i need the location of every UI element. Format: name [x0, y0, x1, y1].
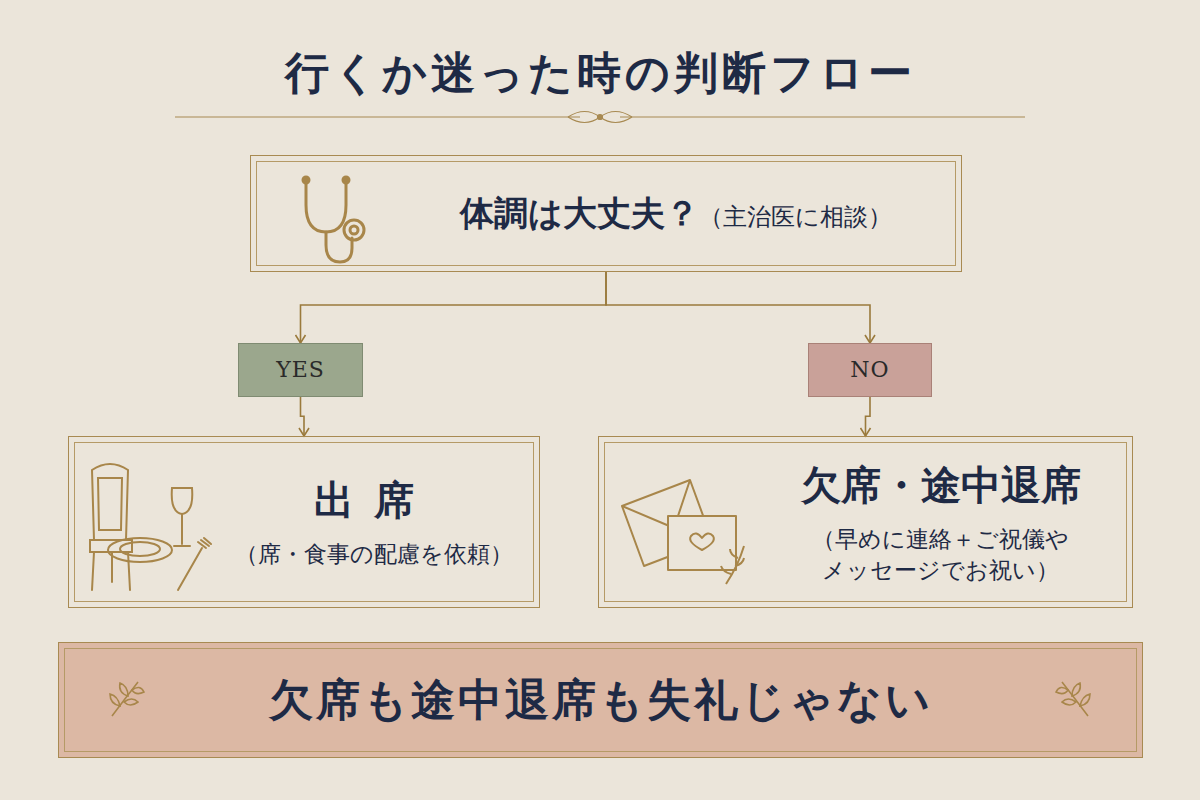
- conclusion-text: 欠席も途中退席も失礼じゃない: [269, 670, 933, 729]
- decision-box: 欠席・途中退席 （早めに連絡＋ご祝儀や メッセージでお祝い）: [598, 436, 1133, 608]
- conclusion-band: 欠席も途中退席も失礼じゃない: [58, 642, 1143, 758]
- outcome-heading: 欠席・途中退席: [801, 458, 1081, 512]
- node-content: 出席 （席・食事の配慮を依頼）: [235, 473, 513, 570]
- outcome-note: （早めに連絡＋ご祝儀や メッセージでお祝い）: [807, 524, 1074, 586]
- band-fill: [58, 642, 1143, 758]
- leaf-ornament: [110, 682, 144, 716]
- question-heading: 体調は大丈夫？: [460, 191, 699, 237]
- branch-label: YES: [276, 355, 325, 385]
- flow-connector: [866, 397, 871, 436]
- envelope-icon: [622, 480, 744, 584]
- title-rule: [175, 112, 1025, 123]
- node-content: 体調は大丈夫？（主治医に相談）: [460, 191, 892, 237]
- outcome-note: （席・食事の配慮を依頼）: [235, 539, 513, 570]
- diagram-title: 行くか迷った時の判断フロー: [0, 44, 1200, 103]
- branch-tag: YES: [238, 343, 363, 397]
- node-content: 欠席も途中退席も失礼じゃない: [269, 670, 933, 729]
- branch-label: NO: [850, 355, 889, 385]
- outcome-heading: 出席: [314, 473, 434, 527]
- question-box: 体調は大丈夫？（主治医に相談）: [250, 155, 962, 272]
- node-content: NO: [850, 355, 889, 385]
- branch-tag: NO: [808, 343, 932, 397]
- stethoscope-icon: [303, 177, 364, 262]
- dining-icon: [90, 464, 211, 590]
- node-content: 欠席・途中退席 （早めに連絡＋ご祝儀や メッセージでお祝い）: [801, 458, 1081, 586]
- flow-connector: [606, 272, 870, 343]
- question-note: （主治医に相談）: [699, 201, 892, 233]
- node-content: YES: [276, 355, 325, 385]
- flow-connector: [301, 397, 305, 436]
- flow-connector: [301, 272, 607, 343]
- decision-box: 出席 （席・食事の配慮を依頼）: [68, 436, 540, 608]
- leaf-ornament: [1056, 682, 1090, 716]
